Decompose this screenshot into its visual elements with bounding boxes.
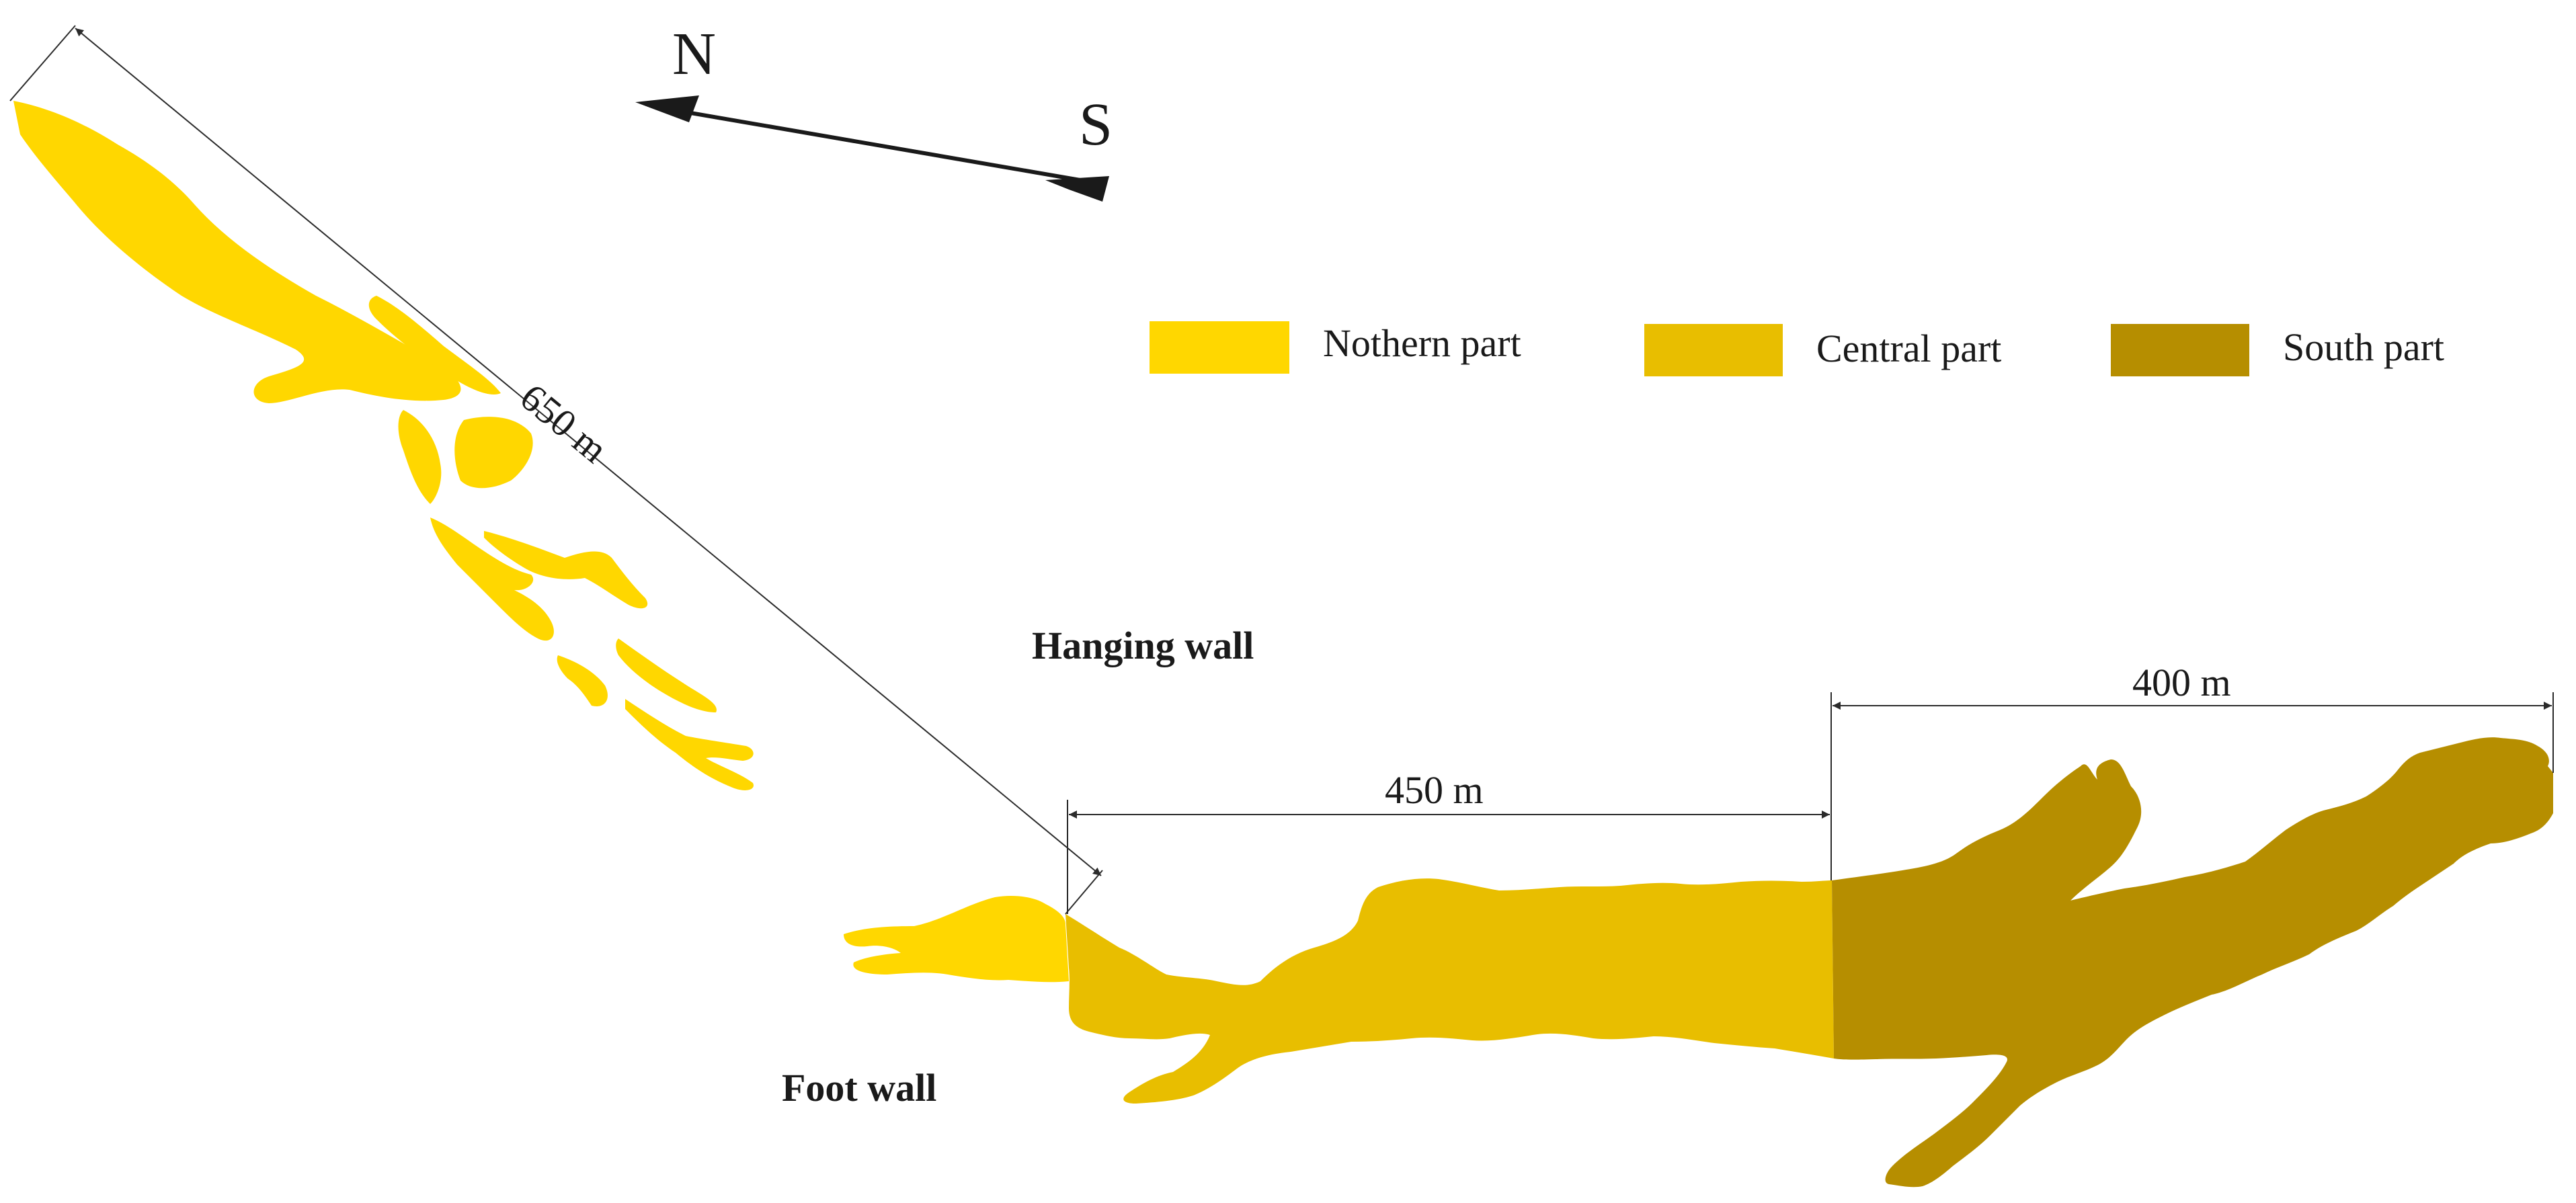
dimension-650m: 650 m [9, 25, 1103, 915]
northern-tongue [844, 896, 1069, 983]
central-part-region [1065, 878, 1834, 1104]
northern-part-region [13, 101, 1069, 983]
dimension-400m-label: 400 m [2132, 661, 2231, 704]
compass: N S [635, 21, 1113, 202]
south-arrowhead-icon [1045, 176, 1109, 202]
north-arrowhead-icon [635, 95, 699, 122]
northern-lens-3 [398, 410, 442, 504]
legend-label-central: Central part [1816, 327, 2001, 370]
south-part-region [1832, 737, 2553, 1188]
legend-swatch-south [2111, 324, 2249, 376]
central-main-body [1065, 878, 1834, 1104]
dimension-450m: 450 m [1067, 692, 1832, 914]
compass-line [678, 109, 1096, 185]
legend-swatch-central [1644, 324, 1783, 376]
legend-item-northern: Nothern part [1150, 321, 1521, 374]
south-main-body [1832, 737, 2553, 1188]
northern-lens-4 [454, 417, 533, 489]
compass-south-label: S [1079, 91, 1113, 158]
northern-main-lens [13, 101, 461, 403]
northern-lens-7 [557, 655, 608, 706]
dimension-400m: 400 m [1833, 661, 2554, 773]
hanging-wall-label: Hanging wall [1032, 624, 1254, 667]
legend-item-central: Central part [1644, 324, 2001, 376]
legend-label-south: South part [2283, 325, 2444, 369]
legend: Nothern part Central part South part [1150, 321, 2444, 376]
northern-lens-9 [625, 699, 754, 790]
legend-label-northern: Nothern part [1323, 321, 1521, 365]
foot-wall-label: Foot wall [782, 1066, 936, 1110]
legend-item-south: South part [2111, 324, 2444, 376]
northern-lens-8 [616, 638, 717, 712]
legend-swatch-northern [1150, 321, 1289, 374]
compass-north-label: N [672, 21, 716, 87]
dimension-450m-label: 450 m [1385, 768, 1484, 812]
